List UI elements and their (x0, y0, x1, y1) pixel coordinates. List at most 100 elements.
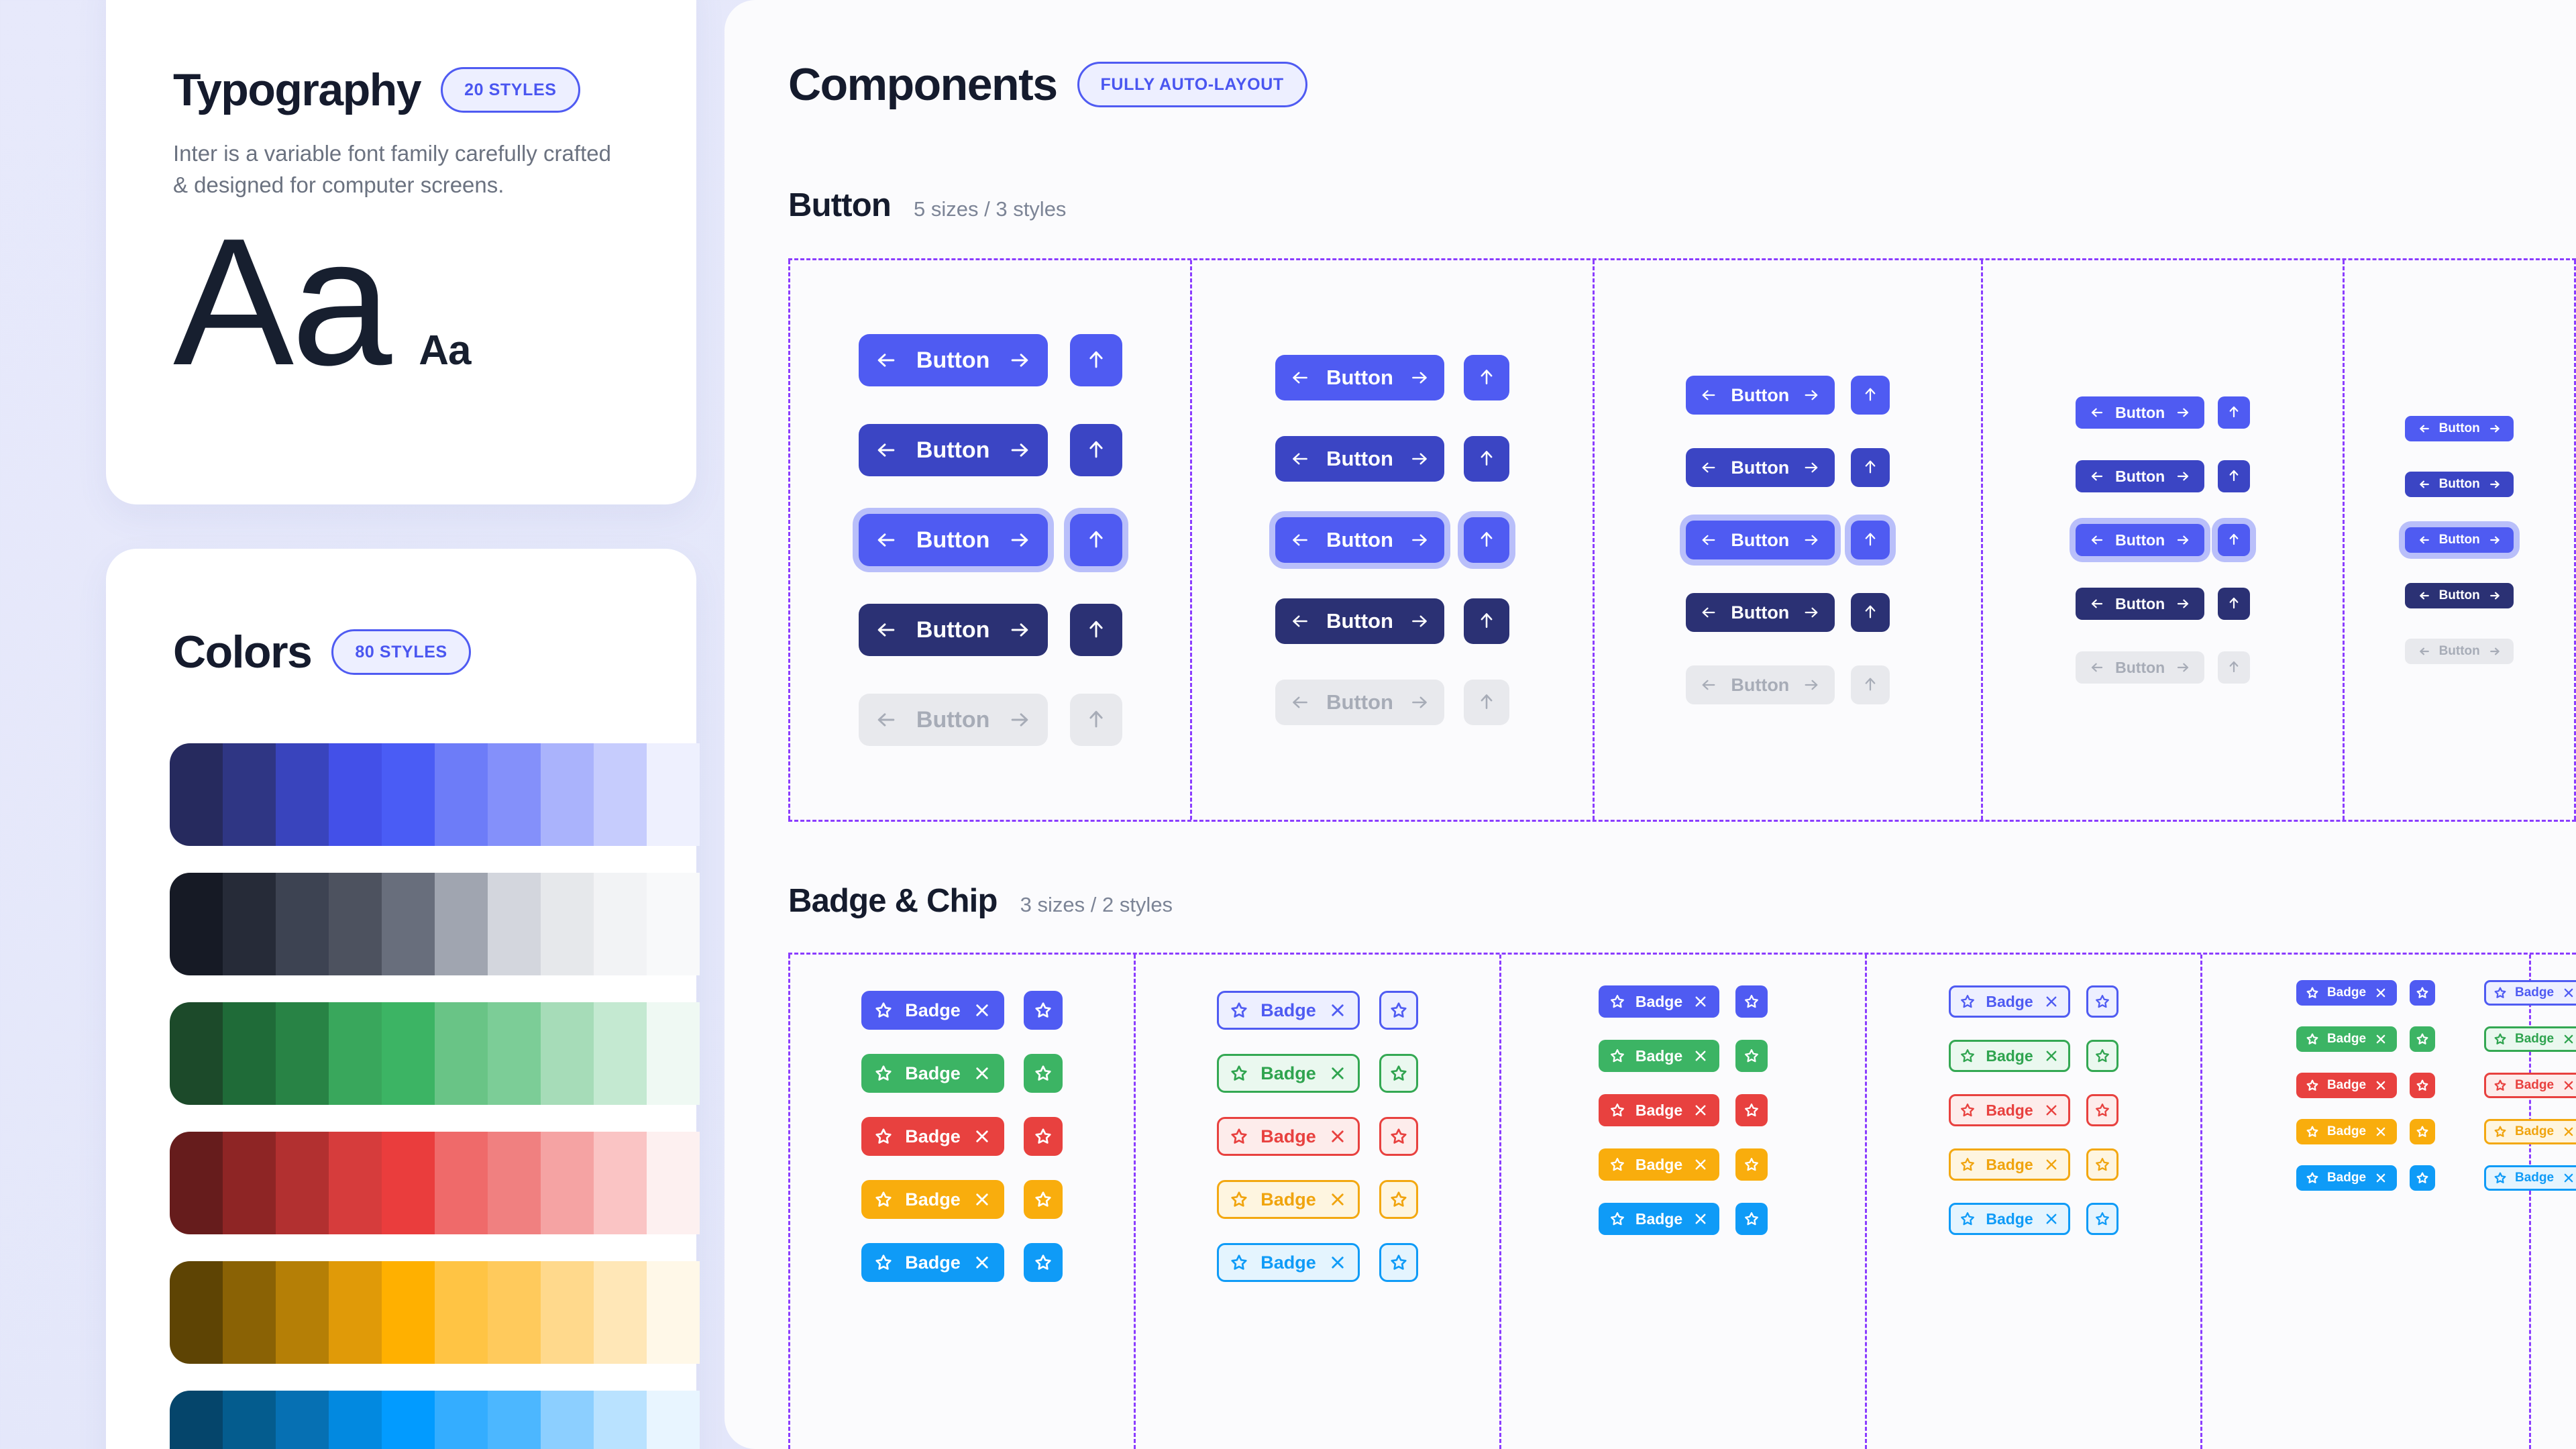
swatch-blue-6[interactable] (435, 1391, 488, 1449)
swatch-blue-10[interactable] (647, 1391, 700, 1449)
swatch-indigo-10[interactable] (647, 743, 700, 846)
swatch-blue-9[interactable] (594, 1391, 647, 1449)
close-icon[interactable] (973, 1253, 991, 1272)
swatch-blue-5[interactable] (382, 1391, 435, 1449)
chip-sm-solid-indigo[interactable] (2410, 980, 2436, 1006)
button-md-default[interactable]: Button (1685, 376, 1835, 415)
chip-lg-solid-green[interactable] (1023, 1054, 1063, 1093)
chip-sm-solid-green[interactable] (2410, 1026, 2436, 1052)
badge-md-solid-indigo[interactable]: Badge (1598, 985, 1720, 1018)
button-sm-hover[interactable]: Button (2076, 460, 2205, 492)
button-xl-pressed[interactable]: Button (858, 604, 1048, 656)
icon-button-sm-default[interactable] (2218, 396, 2251, 429)
swatch-indigo-6[interactable] (435, 743, 488, 846)
badge-sm-solid-blue[interactable]: Badge (2296, 1165, 2398, 1191)
badge-lg-solid-blue[interactable]: Badge (861, 1243, 1004, 1282)
swatch-slate-10[interactable] (647, 873, 700, 975)
icon-button-md-default[interactable] (1850, 376, 1890, 415)
chip-lg-solid-amber[interactable] (1023, 1180, 1063, 1219)
chip-lg-soft-outline-green[interactable] (1379, 1054, 1418, 1093)
button-xl-default[interactable]: Button (858, 334, 1048, 386)
swatch-green-9[interactable] (594, 1002, 647, 1105)
close-icon[interactable] (1328, 1127, 1347, 1146)
close-icon[interactable] (1328, 1001, 1347, 1020)
swatch-green-4[interactable] (329, 1002, 382, 1105)
close-icon[interactable] (2562, 1125, 2575, 1138)
swatch-indigo-1[interactable] (170, 743, 223, 846)
close-icon[interactable] (2043, 1211, 2059, 1227)
button-sm-pressed[interactable]: Button (2076, 588, 2205, 620)
badge-lg-soft-outline-red[interactable]: Badge (1217, 1117, 1360, 1156)
swatch-amber-2[interactable] (223, 1261, 276, 1364)
typography-styles-badge[interactable]: 20 STYLES (441, 67, 580, 113)
swatch-red-5[interactable] (382, 1132, 435, 1234)
badge-sm-soft-outline-green[interactable]: Badge (2483, 1026, 2576, 1052)
badge-lg-solid-indigo[interactable]: Badge (861, 991, 1004, 1030)
chip-lg-soft-outline-amber[interactable] (1379, 1180, 1418, 1219)
swatch-indigo-9[interactable] (594, 743, 647, 846)
close-icon[interactable] (1693, 1102, 1709, 1118)
close-icon[interactable] (1693, 1157, 1709, 1173)
chip-md-soft-outline-amber[interactable] (2086, 1148, 2118, 1181)
button-xl-hover[interactable]: Button (858, 424, 1048, 476)
chip-sm-solid-blue[interactable] (2410, 1165, 2436, 1191)
swatch-red-4[interactable] (329, 1132, 382, 1234)
button-xs-hover[interactable]: Button (2405, 472, 2514, 497)
chip-md-solid-indigo[interactable] (1735, 985, 1768, 1018)
swatch-slate-9[interactable] (594, 873, 647, 975)
button-xs-pressed[interactable]: Button (2405, 583, 2514, 608)
chip-sm-solid-red[interactable] (2410, 1073, 2436, 1098)
swatch-red-3[interactable] (276, 1132, 329, 1234)
icon-button-md-focus[interactable] (1850, 521, 1890, 559)
close-icon[interactable] (2043, 1102, 2059, 1118)
badge-md-soft-outline-green[interactable]: Badge (1949, 1040, 2070, 1072)
close-icon[interactable] (2562, 986, 2575, 1000)
button-xs-focus[interactable]: Button (2405, 527, 2514, 553)
swatch-indigo-7[interactable] (488, 743, 541, 846)
badge-sm-soft-outline-amber[interactable]: Badge (2483, 1119, 2576, 1144)
chip-md-soft-outline-green[interactable] (2086, 1040, 2118, 1072)
swatch-amber-5[interactable] (382, 1261, 435, 1364)
close-icon[interactable] (2043, 1157, 2059, 1173)
chip-lg-solid-indigo[interactable] (1023, 991, 1063, 1030)
chip-md-solid-blue[interactable] (1735, 1203, 1768, 1235)
icon-button-md-hover[interactable] (1850, 448, 1890, 487)
swatch-slate-1[interactable] (170, 873, 223, 975)
swatch-blue-3[interactable] (276, 1391, 329, 1449)
swatch-slate-2[interactable] (223, 873, 276, 975)
close-icon[interactable] (2374, 1125, 2387, 1138)
close-icon[interactable] (973, 1001, 991, 1020)
badge-lg-solid-green[interactable]: Badge (861, 1054, 1004, 1093)
chip-md-solid-red[interactable] (1735, 1094, 1768, 1126)
swatch-red-6[interactable] (435, 1132, 488, 1234)
badge-lg-solid-red[interactable]: Badge (861, 1117, 1004, 1156)
swatch-amber-6[interactable] (435, 1261, 488, 1364)
close-icon[interactable] (2374, 1079, 2387, 1092)
swatch-slate-3[interactable] (276, 873, 329, 975)
swatch-indigo-8[interactable] (541, 743, 594, 846)
swatch-indigo-4[interactable] (329, 743, 382, 846)
swatch-green-8[interactable] (541, 1002, 594, 1105)
close-icon[interactable] (2562, 1032, 2575, 1046)
swatch-blue-4[interactable] (329, 1391, 382, 1449)
swatch-blue-2[interactable] (223, 1391, 276, 1449)
swatch-amber-1[interactable] (170, 1261, 223, 1364)
swatch-slate-7[interactable] (488, 873, 541, 975)
icon-button-xl-hover[interactable] (1069, 424, 1122, 476)
swatch-amber-4[interactable] (329, 1261, 382, 1364)
chip-md-soft-outline-red[interactable] (2086, 1094, 2118, 1126)
chip-lg-solid-red[interactable] (1023, 1117, 1063, 1156)
swatch-amber-7[interactable] (488, 1261, 541, 1364)
icon-button-sm-pressed[interactable] (2218, 588, 2251, 620)
swatch-amber-8[interactable] (541, 1261, 594, 1364)
swatch-red-9[interactable] (594, 1132, 647, 1234)
swatch-amber-10[interactable] (647, 1261, 700, 1364)
close-icon[interactable] (2043, 994, 2059, 1010)
swatch-red-10[interactable] (647, 1132, 700, 1234)
badge-sm-soft-outline-blue[interactable]: Badge (2483, 1165, 2576, 1191)
swatch-indigo-2[interactable] (223, 743, 276, 846)
badge-sm-solid-indigo[interactable]: Badge (2296, 980, 2398, 1006)
badge-lg-solid-amber[interactable]: Badge (861, 1180, 1004, 1219)
close-icon[interactable] (973, 1127, 991, 1146)
close-icon[interactable] (2562, 1171, 2575, 1185)
